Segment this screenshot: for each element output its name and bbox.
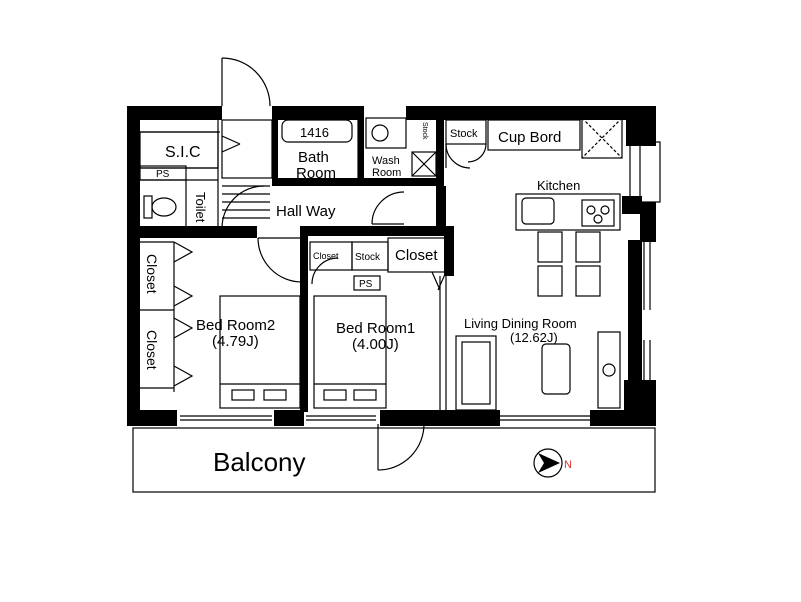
cupboard-label: Cup Bord bbox=[498, 129, 561, 146]
coffee-table bbox=[541, 343, 571, 395]
bedroom1-size-label: (4.00J) bbox=[352, 336, 399, 353]
kitchen-counter bbox=[515, 193, 621, 231]
closet-mid-label: Closet bbox=[395, 247, 438, 264]
entrance-door-swing bbox=[221, 57, 271, 107]
stock-small-label: Stock bbox=[421, 122, 428, 140]
ldk-label: Living Dining Room bbox=[464, 316, 577, 331]
toilet-label: Toilet bbox=[193, 192, 208, 223]
sic-label: S.I.C bbox=[165, 144, 201, 161]
stove bbox=[581, 199, 615, 227]
closet-left-2-label: Closet bbox=[144, 330, 160, 370]
bedroom1-label: Bed Room1 bbox=[336, 320, 415, 337]
stock-mid-label: Stock bbox=[355, 252, 381, 263]
walls bbox=[127, 106, 656, 426]
balcony-outline bbox=[132, 427, 656, 493]
washroom-label-2: Room bbox=[372, 167, 401, 179]
bathroom-label-2: Room bbox=[296, 165, 336, 182]
ldk-size-label: (12.62J) bbox=[510, 330, 558, 345]
toilet-bowl bbox=[151, 197, 177, 217]
bedroom2-label: Bed Room2 bbox=[196, 317, 275, 334]
bedroom2-size-label: (4.79J) bbox=[212, 333, 259, 350]
thin-lines bbox=[132, 57, 661, 493]
compass-north-label: N bbox=[564, 459, 572, 471]
bathroom-label-1: Bath bbox=[298, 149, 329, 166]
ps-top-label: PS bbox=[156, 169, 170, 180]
washroom-label-1: Wash bbox=[372, 155, 400, 167]
bed-1 bbox=[313, 295, 387, 409]
kitchen-label: Kitchen bbox=[537, 178, 580, 193]
ps-mid-label: PS bbox=[359, 279, 373, 290]
stock-top-label: Stock bbox=[450, 128, 478, 140]
closet-small-label: Closet bbox=[313, 251, 339, 261]
closet-left-1-label: Closet bbox=[144, 254, 160, 294]
wash-basin bbox=[365, 117, 407, 149]
hallway-label: Hall Way bbox=[276, 203, 336, 220]
balcony-label: Balcony bbox=[213, 447, 306, 477]
bath-size-label: 1416 bbox=[300, 125, 329, 140]
tv-board bbox=[597, 331, 621, 409]
balcony-door-swing bbox=[377, 423, 425, 471]
compass: N bbox=[533, 448, 572, 478]
sink bbox=[521, 197, 555, 225]
right-window-bay bbox=[629, 141, 661, 203]
